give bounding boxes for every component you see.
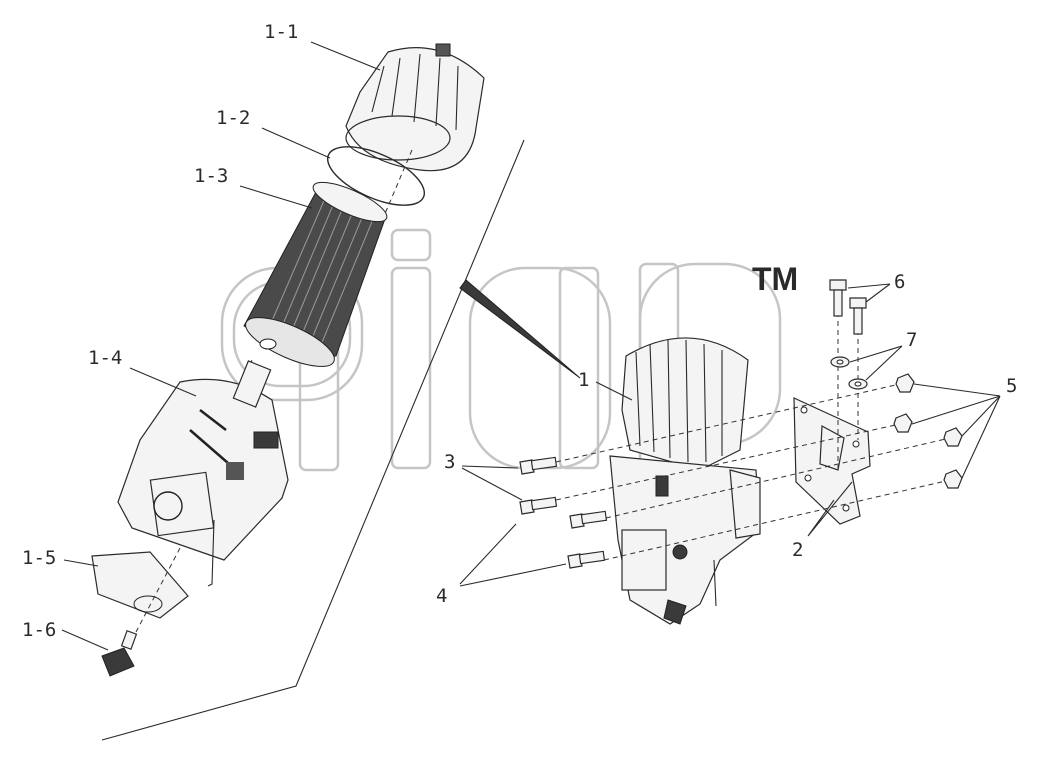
callout-2: 2 xyxy=(792,539,803,561)
leader-line xyxy=(595,381,633,401)
filter-housing xyxy=(117,360,289,587)
assembled-dryer xyxy=(609,337,761,625)
leader-line xyxy=(849,345,903,381)
washers-7 xyxy=(830,356,868,390)
separator-line xyxy=(101,139,525,741)
assembly-axis xyxy=(135,547,181,633)
nuts-5 xyxy=(893,373,963,489)
leader-line xyxy=(310,41,381,71)
leader-line xyxy=(239,185,313,209)
drain-plug xyxy=(101,630,138,677)
callout-1-4: 1-4 xyxy=(88,347,122,369)
callout-1-1: 1-1 xyxy=(264,21,298,43)
leader-line xyxy=(459,523,567,587)
bolts-4 xyxy=(567,510,608,569)
callout-3: 3 xyxy=(444,451,455,473)
callout-1: 1 xyxy=(578,369,589,391)
o-ring xyxy=(326,146,426,206)
callout-4: 4 xyxy=(436,585,447,607)
filter-cover xyxy=(345,43,485,172)
pointer-wedge xyxy=(459,279,581,379)
callout-7: 7 xyxy=(906,329,917,351)
callout-1-3: 1-3 xyxy=(194,165,228,187)
leader-line xyxy=(61,629,109,651)
leader-line xyxy=(461,465,523,501)
leader-line xyxy=(911,383,1001,479)
callout-6: 6 xyxy=(894,271,905,293)
leader-line xyxy=(129,367,197,397)
watermark-trademark: TM xyxy=(752,261,798,297)
leader-line xyxy=(847,283,891,303)
mounting-bracket xyxy=(793,397,871,525)
bolts-3 xyxy=(519,456,558,515)
callout-1-6: 1-6 xyxy=(22,619,56,641)
callout-1-2: 1-2 xyxy=(216,107,250,129)
callout-1-5: 1-5 xyxy=(22,547,56,569)
leader-line xyxy=(63,559,99,567)
filter-element xyxy=(243,181,388,367)
bolts-6 xyxy=(829,279,867,335)
bottom-cover xyxy=(91,551,189,619)
leader-line xyxy=(261,127,331,159)
callout-5: 5 xyxy=(1006,375,1017,397)
leader-line xyxy=(807,481,853,537)
